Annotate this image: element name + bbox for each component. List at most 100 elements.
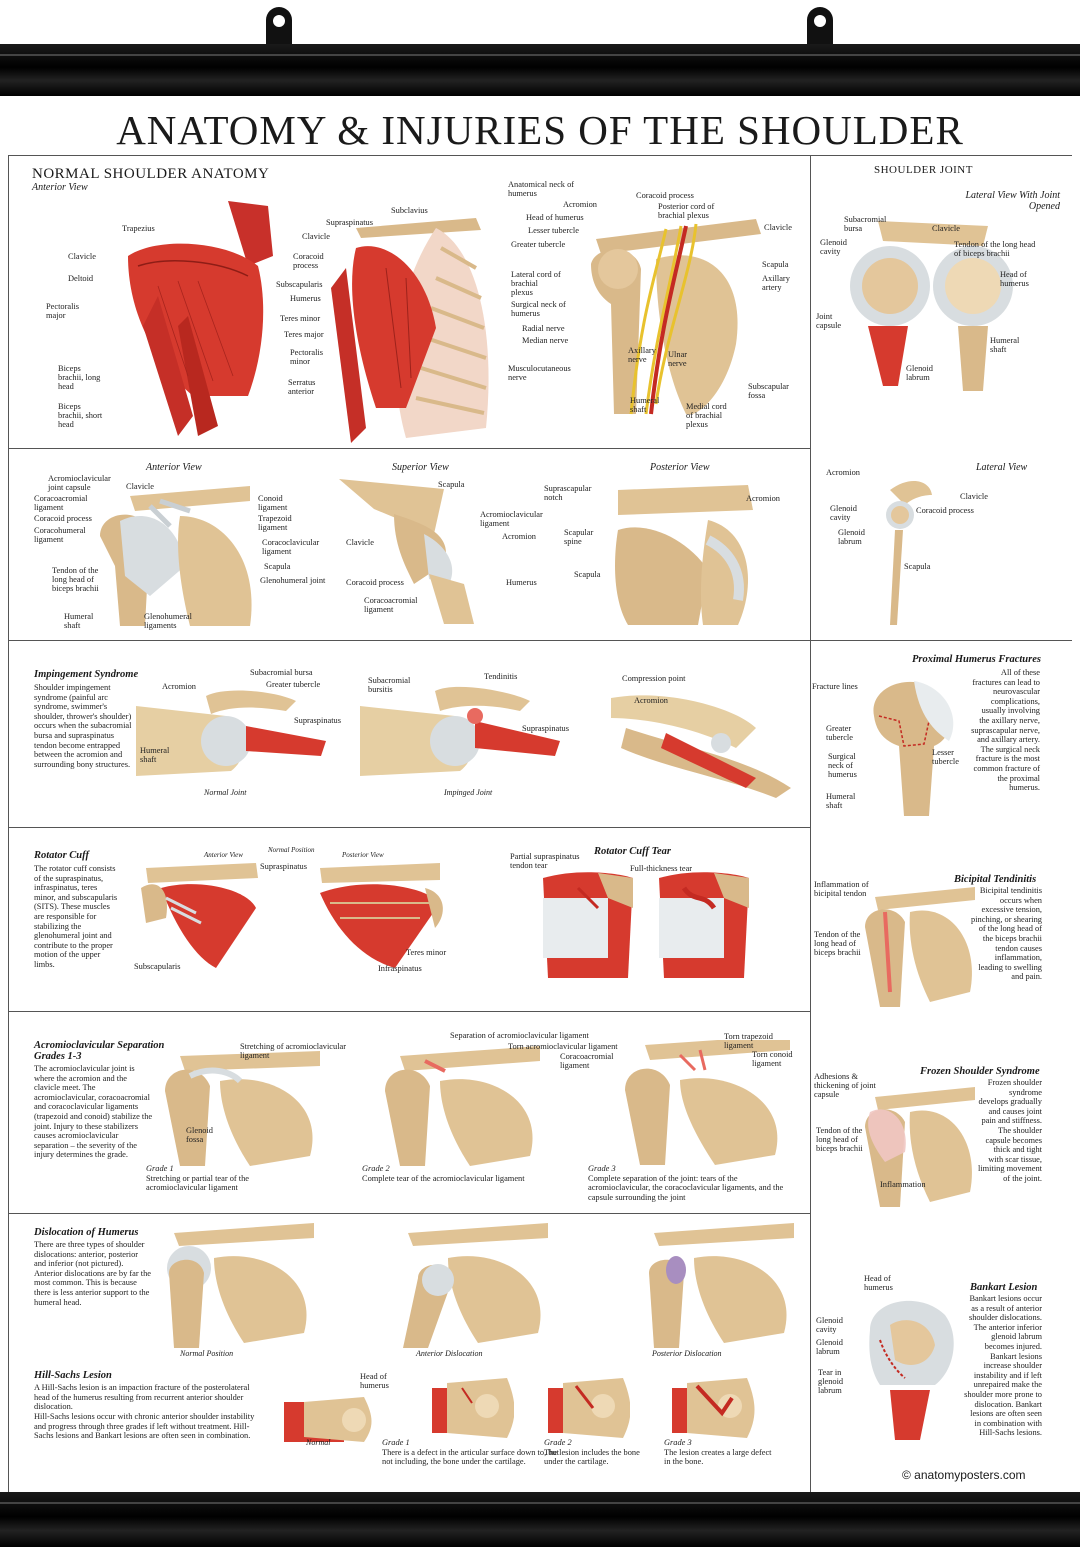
- ac-grade-1-text: Stretching or partial tear of the acromi…: [146, 1173, 250, 1193]
- label-lat-scapula: Scapula: [904, 562, 931, 571]
- label-fracture-lines: Fracture lines: [812, 682, 858, 691]
- label-glenoid-cavity: Glenoid cavity: [820, 238, 847, 256]
- label-ant-scapula: Scapula: [264, 562, 291, 571]
- label-lat-glenoid-labrum: Glenoid labrum: [838, 528, 865, 546]
- bankart-illustration: [869, 1300, 954, 1440]
- label-joint-capsule: Joint capsule: [816, 312, 842, 330]
- label-clavicle: Clavicle: [68, 252, 96, 261]
- label-medial-cord: Medial cord of brachial plexus: [686, 402, 727, 429]
- ligaments-anterior-illustration: [100, 486, 252, 626]
- caption-normal-position: Normal Position: [180, 1349, 234, 1358]
- hill-grade-1-label: Grade 1: [382, 1438, 410, 1447]
- label-ac-separation: Separation of acromioclavicular ligament: [450, 1031, 589, 1040]
- label-imp-humeral-shaft: Humeral shaft: [140, 746, 170, 764]
- label-serratus-anterior: Serratus anterior: [288, 378, 316, 396]
- dislocation-title: Dislocation of Humerus: [34, 1227, 139, 1238]
- rotator-tear-title: Rotator Cuff Tear: [594, 846, 672, 857]
- label-post-scapula: Scapula: [574, 570, 601, 579]
- label-pectoralis-major: Pectoralis major: [46, 302, 80, 320]
- rotator-cuff-text: The rotator cuff consists of the suprasp…: [34, 864, 118, 969]
- label-subscapular-fossa: Subscapular fossa: [748, 382, 789, 400]
- label-joint-head-of-humerus: Head of humerus: [1000, 270, 1029, 288]
- label-scapula: Scapula: [762, 260, 789, 269]
- label-imp-supraspinatus: Supraspinatus: [294, 716, 341, 725]
- bicipital-text: Bicipital tendinitis occurs when excessi…: [971, 886, 1042, 982]
- label-greater-tubercle: Greater tubercle: [511, 240, 566, 249]
- label-teres-major: Teres major: [284, 330, 324, 339]
- hill-sachs-title: Hill-Sachs Lesion: [34, 1370, 112, 1381]
- label-joint-glenoid-labrum: Glenoid labrum: [906, 364, 933, 382]
- impingement-text: Shoulder impingement syndrome (painful a…: [34, 683, 132, 769]
- label-inflammation: Inflammation: [880, 1180, 926, 1189]
- ac-grade-2-text: Complete tear of the acromioclavicular l…: [362, 1173, 525, 1183]
- frozen-shoulder-title: Frozen Shoulder Syndrome: [920, 1066, 1040, 1077]
- label-coracoclavicular-ligament: Coracoclavicular ligament: [262, 538, 320, 556]
- posterior-dislocation-illustration: [649, 1223, 794, 1348]
- hill-sachs-text-2: Hill-Sachs lesions occur with chronic an…: [34, 1412, 255, 1441]
- posterior-view-title: Posterior View: [650, 462, 710, 473]
- label-pectoralis-minor: Pectoralis minor: [290, 348, 324, 366]
- label-axillary-artery: Axillary artery: [762, 274, 790, 292]
- rotator-muscles-anterior-illustration: [331, 218, 489, 443]
- lateral-view-title: Lateral View: [976, 462, 1028, 473]
- label-subacromial-bursitis: Subacromial bursitis: [368, 676, 411, 694]
- hanger-hook-left: [266, 7, 292, 46]
- label-musculocutaneous-nerve: Musculocutaneous nerve: [508, 364, 571, 382]
- lateral-scapula-illustration: [886, 480, 932, 625]
- full-thickness-tear-illustration: [659, 872, 749, 978]
- label-frac-lesser-tubercle: Lesser tubercle: [932, 748, 959, 766]
- label-sup-humerus: Humerus: [506, 578, 537, 587]
- caption-normal-joint: Normal Joint: [204, 788, 247, 797]
- rotator-cuff-title: Rotator Cuff: [34, 850, 89, 861]
- label-glenohumeral-joint: Glenohumeral joint: [260, 576, 326, 585]
- impinged-joint-illustration: [360, 686, 560, 776]
- partial-tear-illustration: [543, 872, 633, 978]
- poster-title: ANATOMY & INJURIES OF THE SHOULDER: [116, 107, 964, 153]
- label-imp-supraspinatus-2: Supraspinatus: [522, 724, 569, 733]
- rotator-cuff-posterior-illustration: [320, 863, 443, 968]
- hill-grade-2-label: Grade 2: [544, 1438, 572, 1447]
- bankart-text: Bankart lesions occur as a result of ant…: [964, 1294, 1042, 1438]
- label-sup-coracoacromial: Coracoacromial ligament: [364, 596, 418, 614]
- label-tendon-long-head: Tendon of the long head of biceps brachi…: [954, 240, 1036, 258]
- label-deltoid: Deltoid: [68, 274, 94, 283]
- label-ac-joint-capsule: Acromioclavicular joint capsule: [48, 474, 111, 492]
- label-rc-supraspinatus: Supraspinatus: [260, 862, 307, 871]
- label-bankart-glenoid-labrum: Glenoid labrum: [816, 1338, 843, 1356]
- label-ac-torn: Torn acromioclavicular ligament: [508, 1042, 618, 1051]
- hill-grade-3-text: The lesion creates a large defect in the…: [664, 1447, 772, 1467]
- label-frozen-tendon: Tendon of the long head of biceps brachi…: [816, 1126, 863, 1153]
- label-coracoacromial-ligament: Coracoacromial ligament: [34, 494, 88, 512]
- rotator-posterior-view: Posterior View: [342, 851, 384, 859]
- label-torn-trapezoid: Torn trapezoid ligament: [724, 1032, 773, 1050]
- label-ant-coracoid-process: Coracoid process: [34, 514, 92, 523]
- label-post-acromion: Acromion: [746, 494, 780, 503]
- proximal-fractures-text: All of these fractures can lead to neuro…: [971, 668, 1040, 793]
- label-teres-minor: Teres minor: [280, 314, 321, 323]
- label-humerus: Humerus: [290, 294, 321, 303]
- caption-hill-normal: Normal: [306, 1438, 331, 1447]
- bottom-hanger-rod: [0, 1492, 1080, 1547]
- label-head-of-humerus: Head of humerus: [526, 213, 584, 222]
- normal-position-illustration: [167, 1223, 314, 1348]
- shoulder-muscles-illustration: [128, 201, 273, 436]
- label-coracoid-process: Coracoid process: [293, 252, 324, 270]
- proximal-fractures-title: Proximal Humerus Fractures: [912, 654, 1041, 665]
- label-radial-nerve: Radial nerve: [522, 324, 565, 333]
- label-conoid-ligament: Conoid ligament: [258, 494, 288, 512]
- hill-sachs-grade-1-illustration: [432, 1378, 514, 1438]
- label-ant-tendon-long-head: Tendon of the long head of biceps brachi…: [52, 566, 99, 593]
- ac-grade-1-illustration: [165, 1051, 320, 1166]
- label-bankart-glenoid-cavity: Glenoid cavity: [816, 1316, 843, 1334]
- label-ant-humeral-shaft: Humeral shaft: [64, 612, 94, 630]
- label-imp-acromion: Acromion: [162, 682, 196, 691]
- label-glenohumeral-ligaments: Glenohumeral ligaments: [144, 612, 192, 630]
- label-torn-conoid: Torn conoid ligament: [752, 1050, 793, 1068]
- dislocation-text: There are three types of shoulder disloc…: [34, 1240, 151, 1307]
- rotator-anterior-view: Anterior View: [204, 851, 243, 859]
- label-acromion: Acromion: [563, 200, 597, 209]
- label-suprascapular-notch: Suprascapular notch: [544, 484, 592, 502]
